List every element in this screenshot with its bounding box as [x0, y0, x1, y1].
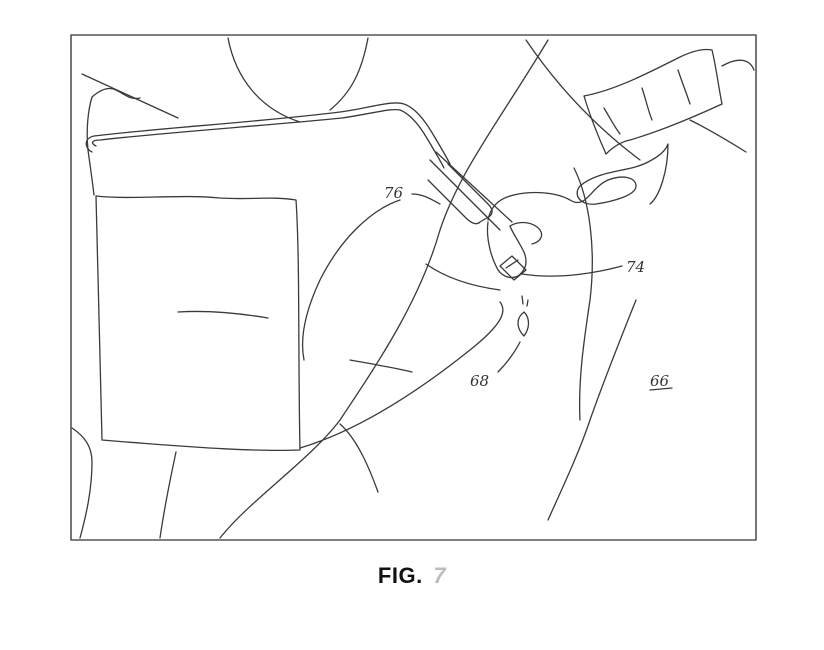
drape-fold-left — [86, 96, 95, 196]
right-body-edge — [525, 39, 641, 161]
tip-cylinder — [499, 255, 527, 281]
body-contour-upper-right — [329, 37, 369, 111]
lower-body-contour — [71, 427, 93, 539]
leader-76 — [411, 193, 441, 205]
ref-label-66: 66 — [650, 372, 670, 390]
catheter-tube-inner — [91, 108, 445, 169]
body-fold-lower — [299, 301, 504, 449]
label-66-underline — [649, 387, 673, 391]
sheath-body-outline — [427, 163, 493, 225]
surface-line — [81, 73, 179, 119]
figure-caption: FIG. 7 — [0, 563, 824, 589]
towel-fold-1 — [603, 107, 621, 135]
tip-band — [505, 259, 519, 269]
arm-contour — [721, 59, 755, 71]
tube-coil-right — [509, 143, 669, 205]
drawing-border — [70, 34, 757, 541]
sheath-body-lower — [429, 159, 501, 231]
catheter-tube-outer — [85, 102, 451, 165]
clip-loop — [486, 221, 527, 279]
leader-68 — [497, 341, 521, 373]
skin-fold-2 — [349, 359, 413, 373]
figure-caption-prefix: FIG. — [377, 563, 423, 588]
sheath-body-upper — [435, 151, 513, 223]
ref-label-76: 76 — [384, 184, 404, 202]
incision-68 — [517, 311, 530, 337]
lower-body-contour-inner — [159, 451, 177, 539]
leader-74 — [521, 265, 623, 277]
left-pad-crease — [177, 310, 269, 319]
skin-fold-3 — [339, 423, 379, 493]
incision-hatch-2 — [526, 299, 529, 307]
towel-fold-3 — [677, 69, 691, 105]
body-contour-upper — [227, 37, 301, 123]
clip-arm — [509, 221, 543, 245]
towel-fold-2 — [641, 87, 653, 121]
skin-fold-1 — [425, 263, 501, 291]
figure-caption-number: 7 — [433, 563, 447, 588]
ref-label-74: 74 — [626, 258, 645, 276]
ref-label-68: 68 — [470, 372, 489, 390]
left-pad — [95, 195, 301, 452]
drape-edge-upper — [91, 87, 141, 100]
right-body-contour — [547, 299, 637, 521]
arm-contour-lower — [689, 119, 747, 153]
body-fold-main — [219, 39, 549, 539]
right-body-edge-lower — [573, 167, 593, 421]
towel — [583, 48, 723, 155]
incision-hatch — [521, 295, 524, 305]
body-fold-secondary — [301, 199, 401, 361]
